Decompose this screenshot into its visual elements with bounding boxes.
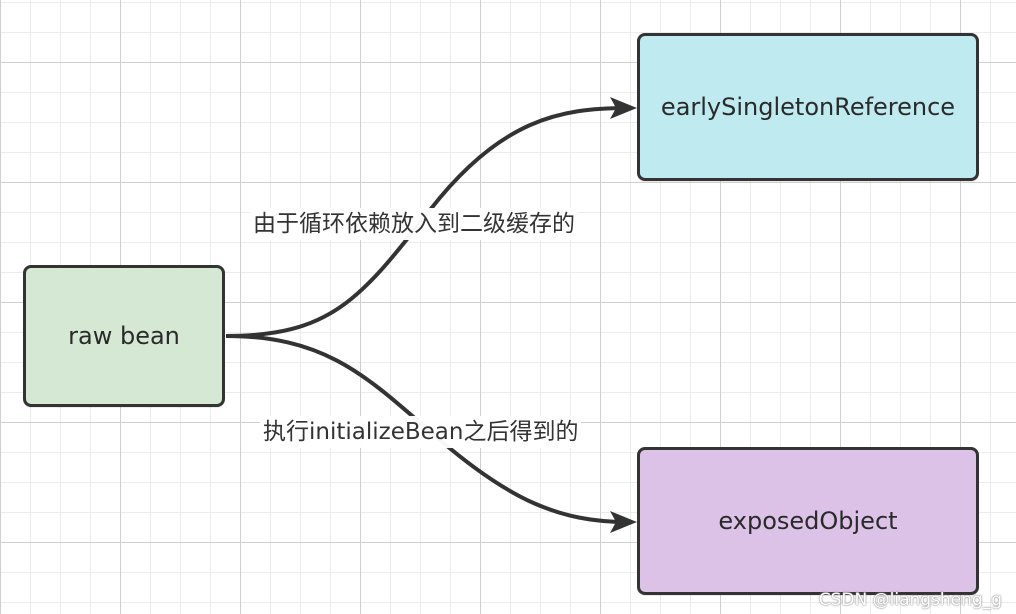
watermark: CSDN @liangsheng_g xyxy=(818,590,1002,610)
node-early-singleton-reference-label: earlySingletonReference xyxy=(660,93,956,121)
edge-label-to-early: 由于循环依赖放入到二级缓存的 xyxy=(250,208,578,240)
node-raw-bean[interactable]: raw bean xyxy=(23,265,225,407)
node-raw-bean-label: raw bean xyxy=(68,322,180,350)
edge-label-to-exposed: 执行initializeBean之后得到的 xyxy=(260,416,582,448)
node-exposed-object-label: exposedObject xyxy=(718,507,898,535)
node-exposed-object[interactable]: exposedObject xyxy=(637,447,979,595)
arrowhead-to-early xyxy=(610,97,637,119)
arrowhead-to-exposed xyxy=(610,511,637,533)
node-early-singleton-reference[interactable]: earlySingletonReference xyxy=(637,33,979,181)
